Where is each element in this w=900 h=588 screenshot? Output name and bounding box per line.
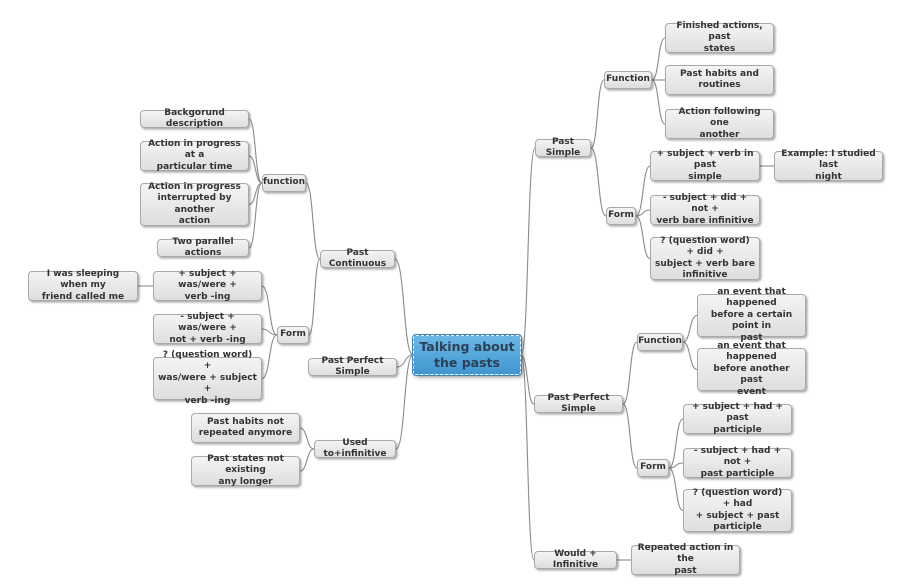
connector-pcform-pcform2 <box>261 328 278 336</box>
connector-root-ppl <box>396 354 414 368</box>
past-continuous-form-negative[interactable]: - subject + was/were + not + verb -ing <box>153 312 262 345</box>
connector-ut-ut1 <box>299 427 315 450</box>
connector-pp-ppf <box>622 341 638 405</box>
topic-past-continuous[interactable]: Past Continuous <box>320 248 395 269</box>
past-continuous-function-interrupted[interactable]: Action in progress interrupted by anothe… <box>140 182 249 226</box>
past-simple-form[interactable]: Form <box>606 207 636 225</box>
past-continuous-function[interactable]: function <box>262 174 306 192</box>
connector-pcf-pcf2 <box>248 155 263 184</box>
connector-root-ut <box>395 354 414 450</box>
past-simple-function-finished-actions[interactable]: Finished actions, past states <box>665 21 774 54</box>
past-simple-form-positive[interactable]: + subject + verb in past simple <box>650 149 760 182</box>
connector-pcf-pcf3 <box>248 182 263 206</box>
connector-pcform-pcform1 <box>261 285 278 336</box>
topic-used-to-infinitive[interactable]: Used to+infinitive <box>314 438 396 459</box>
past-continuous-form[interactable]: Form <box>277 326 309 344</box>
connector-ppf-ppf1 <box>682 314 698 343</box>
connector-ppform-ppform1 <box>668 418 684 469</box>
past-perfect-function[interactable]: Function <box>637 333 683 351</box>
connector-pp-ppform <box>622 403 638 469</box>
connector-ut-ut2 <box>299 448 315 472</box>
connector-pcf-pcf1 <box>248 118 263 184</box>
past-perfect-function-certain-point[interactable]: an event that happened before a certain … <box>697 287 806 343</box>
connector-ppf-ppf2 <box>682 341 698 371</box>
topic-past-perfect-simple[interactable]: Past Perfect Simple <box>534 393 623 414</box>
past-simple-form-negative[interactable]: - subject + did + not + verb bare infini… <box>650 193 760 226</box>
connector-ps-psf <box>590 79 605 149</box>
connector-root-pp <box>520 354 535 405</box>
past-continuous-function-in-progress[interactable]: Action in progress at a particular time <box>140 139 249 172</box>
connector-ppform-ppform2 <box>668 462 684 469</box>
would-repeated-action[interactable]: Repeated action in the past <box>631 543 740 576</box>
connector-ppform-ppform3 <box>668 467 684 512</box>
connector-psform-psform3 <box>635 215 651 260</box>
connector-pcf-pcf4 <box>248 182 263 249</box>
past-continuous-form-question[interactable]: ? (question word) + was/were + subject +… <box>153 350 262 406</box>
past-perfect-form-question[interactable]: ? (question word) + had + subject + past… <box>683 488 792 532</box>
past-perfect-function-another-event[interactable]: an event that happened before another pa… <box>697 341 806 397</box>
connector-pc-pcform <box>308 258 321 336</box>
connector-psform-psform2 <box>635 209 651 217</box>
connector-psf-psf1 <box>651 37 666 81</box>
past-continuous-form-positive[interactable]: + subject + was/were + verb -ing <box>153 269 262 302</box>
used-to-states[interactable]: Past states not existing any longer <box>191 454 300 487</box>
connector-root-ps <box>520 147 536 356</box>
used-to-habits[interactable]: Past habits not repeated anymore <box>191 413 300 443</box>
topic-would-infinitive[interactable]: Would + Infinitive <box>534 549 617 570</box>
past-continuous-form-example[interactable]: I was sleeping when my friend called me <box>28 269 138 302</box>
past-continuous-function-background[interactable]: Backgorund description <box>140 108 249 129</box>
connector-psf-psf3 <box>651 79 666 125</box>
past-simple-function-following-actions[interactable]: Action following one another <box>665 107 774 140</box>
past-simple-function[interactable]: Function <box>604 71 652 89</box>
connector-ps-psform <box>590 147 607 217</box>
topic-past-simple[interactable]: Past Simple <box>535 137 591 158</box>
connector-pc-pcf <box>305 182 321 260</box>
past-perfect-form[interactable]: Form <box>637 459 669 477</box>
topic-past-perfect-simple-left[interactable]: Past Perfect Simple <box>308 356 397 377</box>
connector-root-wi <box>520 354 535 561</box>
connector-pcform-pcform3 <box>261 334 278 380</box>
past-perfect-form-negative[interactable]: - subject + had + not + past participle <box>683 446 792 479</box>
connector-root-pc <box>394 258 414 356</box>
past-simple-form-example[interactable]: Example: I studied last night <box>774 149 883 182</box>
past-simple-form-question[interactable]: ? (question word) + did + subject + verb… <box>650 236 760 280</box>
past-continuous-function-parallel[interactable]: Two parallel actions <box>157 237 249 258</box>
past-simple-function-habits[interactable]: Past habits and routines <box>665 65 774 95</box>
connector-psform-psform1 <box>635 165 651 217</box>
central-topic[interactable]: Talking about the pasts <box>412 334 522 376</box>
past-perfect-form-positive[interactable]: + subject + had + past participle <box>683 402 792 435</box>
